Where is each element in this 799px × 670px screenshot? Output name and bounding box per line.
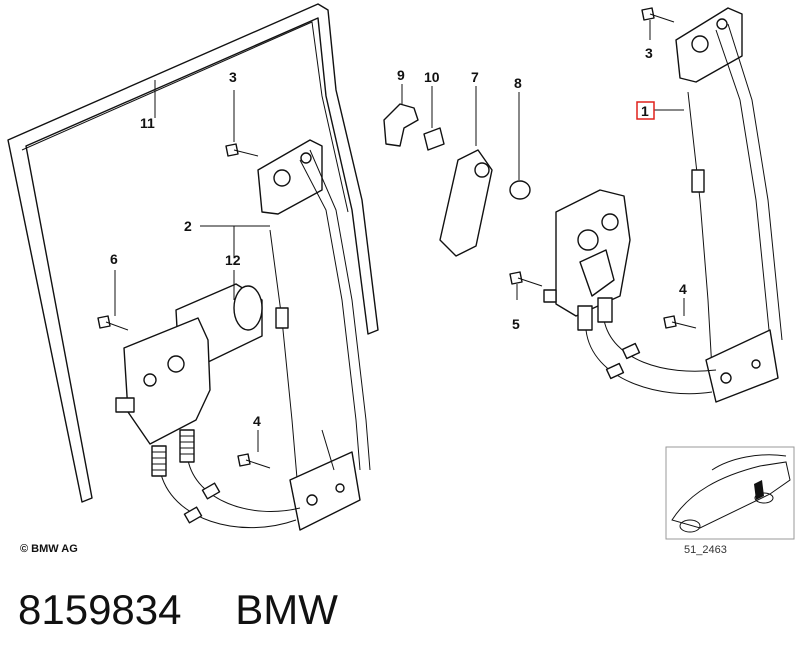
part-footer: 8159834 BMW (18, 586, 338, 634)
copyright-text: © BMW AG (20, 543, 78, 555)
highlighted-door-icon (754, 480, 764, 500)
window-regulator-right (585, 7, 783, 403)
callout-8: 8 (514, 75, 522, 91)
small-parts (383, 103, 531, 257)
callout-9: 9 (397, 67, 405, 83)
part-number: 8159834 (18, 586, 182, 633)
callout-1-highlight-box (636, 101, 655, 120)
bolts (97, 7, 697, 469)
brand-name: BMW (235, 586, 338, 633)
callout-10: 10 (424, 69, 440, 85)
leader-lines (114, 20, 685, 452)
bushing-part-8 (509, 180, 531, 200)
callout-labels: 11 3 2 12 6 4 9 10 7 8 5 3 4 1 (110, 45, 687, 429)
window-glass-part (7, 3, 379, 503)
callout-7: 7 (471, 69, 479, 85)
callout-4-left: 4 (253, 413, 261, 429)
callout-1: 1 (641, 103, 649, 119)
callout-3-left: 3 (229, 69, 237, 85)
screw-part-10 (423, 127, 445, 151)
callout-6: 6 (110, 251, 118, 267)
callout-11: 11 (140, 115, 155, 131)
reference-code: 51_2463 (684, 544, 727, 556)
window-motor-right (543, 189, 631, 331)
window-regulator-left (159, 139, 371, 531)
window-motor-left (115, 283, 263, 477)
car-location-inset (665, 446, 795, 540)
callout-5: 5 (512, 316, 520, 332)
clip-part-9 (383, 103, 419, 147)
callout-2: 2 (184, 218, 192, 234)
callout-3-right: 3 (645, 45, 653, 61)
callout-4-right: 4 (679, 281, 687, 297)
callout-12: 12 (225, 252, 241, 268)
